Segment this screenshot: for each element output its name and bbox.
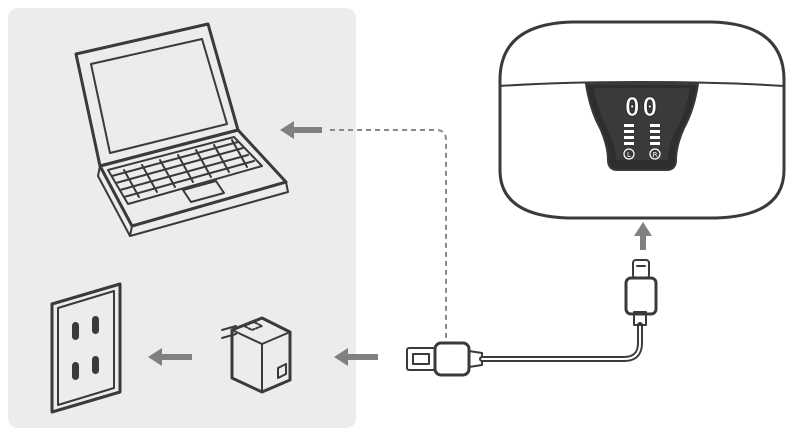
left-earbud-label: L xyxy=(627,151,631,159)
case-display-digits: 00 xyxy=(624,93,659,123)
usb-power-adapter-icon xyxy=(221,316,292,394)
laptop-icon xyxy=(74,22,289,237)
earbuds-charging-case-icon: 00 L R xyxy=(498,20,786,220)
usb-cable-icon xyxy=(406,322,643,377)
usb-c-connector-icon xyxy=(624,259,658,326)
right-battery-level xyxy=(650,124,660,145)
wall-outlet-icon xyxy=(50,282,122,414)
right-earbud-label: R xyxy=(653,151,658,159)
power-source-panel xyxy=(8,8,356,428)
arrow-up-icon xyxy=(634,222,652,250)
left-battery-level xyxy=(624,124,634,145)
arrow-left-icon xyxy=(148,121,378,366)
